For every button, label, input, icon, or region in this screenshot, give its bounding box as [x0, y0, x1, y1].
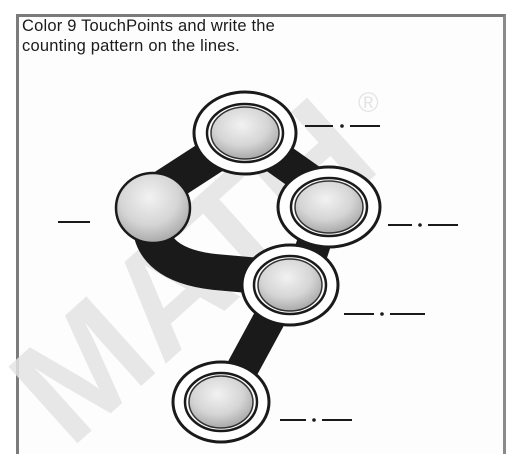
touchpoint-1[interactable]: [194, 92, 296, 174]
answer-line-5[interactable]: [280, 418, 352, 422]
touchpoint-2[interactable]: [116, 173, 190, 243]
answer-line-1[interactable]: [305, 124, 380, 128]
touchpoint-3[interactable]: [278, 167, 380, 247]
answer-line-4[interactable]: [344, 312, 425, 316]
touchpoint-4[interactable]: [242, 245, 338, 325]
touchpoint-5[interactable]: [173, 362, 269, 442]
answer-line-3[interactable]: [388, 223, 458, 227]
